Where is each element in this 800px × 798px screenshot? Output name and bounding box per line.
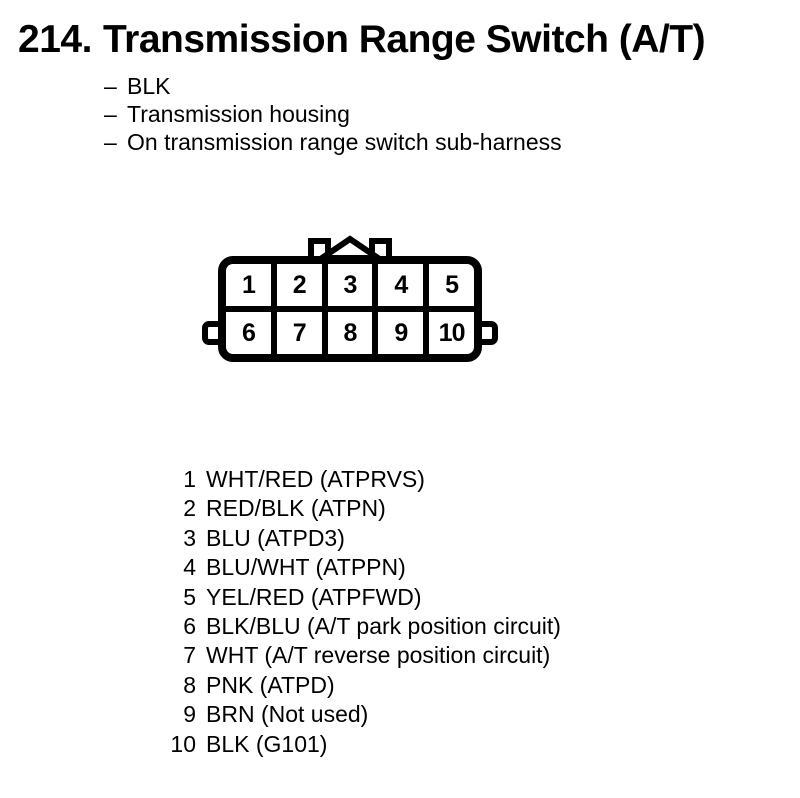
pin-number: 5 bbox=[183, 583, 196, 610]
notes-list: – BLK – Transmission housing – On transm… bbox=[0, 72, 562, 156]
pin-cell: 1 bbox=[226, 264, 271, 306]
pin-row: 3 BLU (ATPD3) bbox=[166, 524, 561, 553]
note-text: BLK bbox=[127, 73, 171, 99]
pin-row: 9 BRN (Not used) bbox=[166, 700, 561, 729]
pin-row: 4 BLU/WHT (ATPPN) bbox=[166, 553, 561, 582]
pin-description: BLU (ATPD3) bbox=[206, 524, 345, 551]
dash-bullet: – bbox=[104, 129, 117, 155]
item-number: 214. bbox=[18, 18, 92, 61]
pin-cell: 5 bbox=[429, 264, 474, 306]
pin-cell: 8 bbox=[327, 312, 373, 354]
pin-legend: 1 WHT/RED (ATPRVS) 2 RED/BLK (ATPN) 3 BL… bbox=[166, 465, 561, 759]
pin-row: 8 PNK (ATPD) bbox=[166, 671, 561, 700]
pin-number: 9 bbox=[183, 701, 196, 728]
note-line: – BLK bbox=[0, 72, 562, 100]
title-text: Transmission Range Switch (A/T) bbox=[103, 18, 706, 61]
pin-number: 10 bbox=[170, 730, 196, 757]
pin-description: YEL/RED (ATPFWD) bbox=[206, 583, 422, 610]
note-text: On transmission range switch sub-harness bbox=[127, 129, 562, 155]
pin-cell: 9 bbox=[378, 312, 424, 354]
pin-description: BRN (Not used) bbox=[206, 701, 369, 728]
connector-body: 1 2 3 4 5 6 7 8 9 10 bbox=[218, 256, 482, 362]
pin-cell: 6 bbox=[226, 312, 271, 354]
note-line: – Transmission housing bbox=[0, 100, 562, 128]
pin-number: 2 bbox=[183, 495, 196, 522]
pin-cell: 3 bbox=[327, 264, 373, 306]
pin-row: 2 RED/BLK (ATPN) bbox=[166, 494, 561, 523]
pin-number: 1 bbox=[183, 466, 196, 492]
pin-row: 10 BLK (G101) bbox=[166, 730, 561, 759]
pin-number: 4 bbox=[183, 554, 196, 581]
pin-description: WHT/RED (ATPRVS) bbox=[206, 466, 425, 492]
pin-description: BLK (G101) bbox=[206, 730, 328, 757]
dash-bullet: – bbox=[104, 73, 117, 99]
pin-cell: 2 bbox=[276, 264, 322, 306]
pin-description: BLU/WHT (ATPPN) bbox=[206, 554, 406, 581]
pin-description: RED/BLK (ATPN) bbox=[206, 495, 386, 522]
pin-row: 1 WHT/RED (ATPRVS) bbox=[166, 465, 561, 494]
note-line: – On transmission range switch sub-harne… bbox=[0, 128, 562, 156]
pin-number: 8 bbox=[183, 671, 196, 698]
page-title: 214. Transmission Range Switch (A/T) bbox=[18, 17, 706, 63]
pin-description: BLK/BLU (A/T park position circuit) bbox=[206, 612, 561, 639]
pin-cell: 10 bbox=[429, 312, 474, 354]
pin-number: 6 bbox=[183, 612, 196, 639]
pin-row: 6 BLK/BLU (A/T park position circuit) bbox=[166, 612, 561, 641]
pin-row: 5 YEL/RED (ATPFWD) bbox=[166, 583, 561, 612]
pin-row: 7 WHT (A/T reverse position circuit) bbox=[166, 641, 561, 670]
pin-cell: 7 bbox=[276, 312, 322, 354]
note-text: Transmission housing bbox=[127, 101, 350, 127]
dash-bullet: – bbox=[104, 101, 117, 127]
pin-description: WHT (A/T reverse position circuit) bbox=[206, 642, 551, 669]
pin-number: 7 bbox=[183, 642, 196, 669]
pin-number: 3 bbox=[183, 524, 196, 551]
pin-cell: 4 bbox=[378, 264, 424, 306]
pin-description: PNK (ATPD) bbox=[206, 671, 335, 698]
